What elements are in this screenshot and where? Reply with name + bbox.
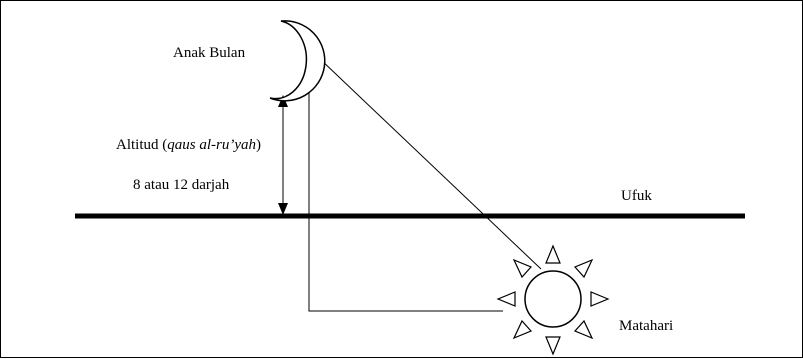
horizon-label: Ufuk	[621, 188, 652, 204]
sun-rays	[496, 244, 610, 356]
moon-label: Anak Bulan	[173, 45, 246, 61]
crescent-moon-icon	[269, 20, 326, 102]
sun-label: Matahari	[619, 318, 674, 334]
altitude-label-term: qaus al-ru’yah	[167, 137, 256, 153]
altitude-label-prefix: Altitud (	[116, 137, 168, 153]
moon-sun-bracket	[308, 87, 503, 312]
altitude-arrow-head-bottom	[278, 203, 288, 215]
sun-ray	[573, 258, 594, 279]
sun-ray	[590, 291, 610, 307]
sun-icon	[524, 270, 582, 328]
degrees-label: 8 atau 12 darjah	[133, 177, 230, 193]
altitude-label: Altitud (qaus al-ru’yah)	[116, 138, 261, 153]
sun-ray	[545, 336, 561, 356]
sight-line	[318, 57, 542, 270]
sun-ray	[496, 291, 516, 307]
sun-ray	[512, 258, 533, 279]
sun-ray	[545, 244, 561, 264]
altitude-label-suffix: )	[256, 137, 261, 153]
sun-ray	[512, 319, 533, 340]
sun-ray	[573, 319, 594, 340]
